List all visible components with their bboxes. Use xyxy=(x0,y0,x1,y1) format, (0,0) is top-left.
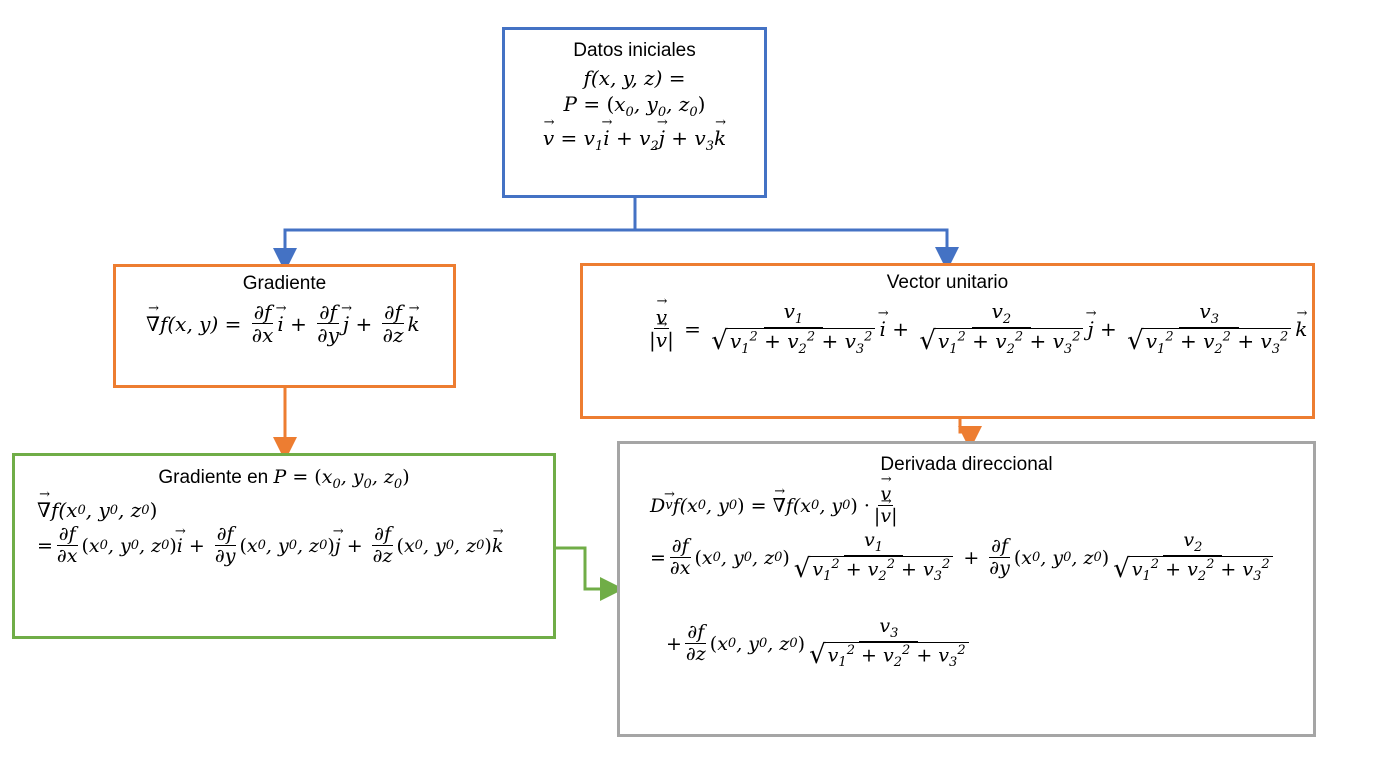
gradient-at-p-line1: ∇f(x0, y0, z0) xyxy=(37,498,157,522)
connector-initial-to-gradient xyxy=(273,196,637,272)
directional-derivative-title: Derivada direccional xyxy=(880,454,1053,475)
initial-data-box: Datos iniciales f(x, y, z) = P = (x0, y0… xyxy=(502,27,767,198)
gradient-title: Gradiente xyxy=(242,273,327,294)
connector-initial-to-unit-vector xyxy=(635,228,959,271)
directional-line1: Dvf(x0, y0) = ∇f(x0, y0) · v|v| xyxy=(650,484,901,528)
initial-line-point: P = (x0, y0, z0) xyxy=(563,92,706,120)
connector-unit-vector-to-directional xyxy=(958,419,982,450)
gradient-box: Gradiente ∇f(x, y) = ∂f∂xi + ∂f∂yj + ∂f∂… xyxy=(113,264,456,388)
initial-line-function: f(x, y, z) = xyxy=(583,66,686,90)
connector-gradient-at-p-to-directional xyxy=(556,546,624,601)
unit-vector-title: Vector unitario xyxy=(886,272,1009,293)
initial-line-vector: v = v1i + v2j + v3k xyxy=(505,126,764,154)
unit-vector-box: Vector unitario v|v| = v1√v12 + v22 + v3… xyxy=(580,263,1315,419)
directional-derivative-box: Derivada direccional Dvf(x0, y0) = ∇f(x0… xyxy=(617,441,1316,737)
initial-data-title: Datos iniciales xyxy=(573,40,696,61)
gradient-at-p-box: Gradiente en P = (x0, y0, z0) ∇f(x0, y0,… xyxy=(12,453,556,639)
gradient-at-p-line2: = ∂f∂x(x0, y0, z0)i + ∂f∂y(x0, y0, z0)j … xyxy=(37,524,503,568)
gradient-at-p-title: Gradiente en P = (x0, y0, z0) xyxy=(158,466,410,492)
gradient-formula: ∇f(x, y) = ∂f∂xi + ∂f∂yj + ∂f∂zk xyxy=(146,301,420,347)
